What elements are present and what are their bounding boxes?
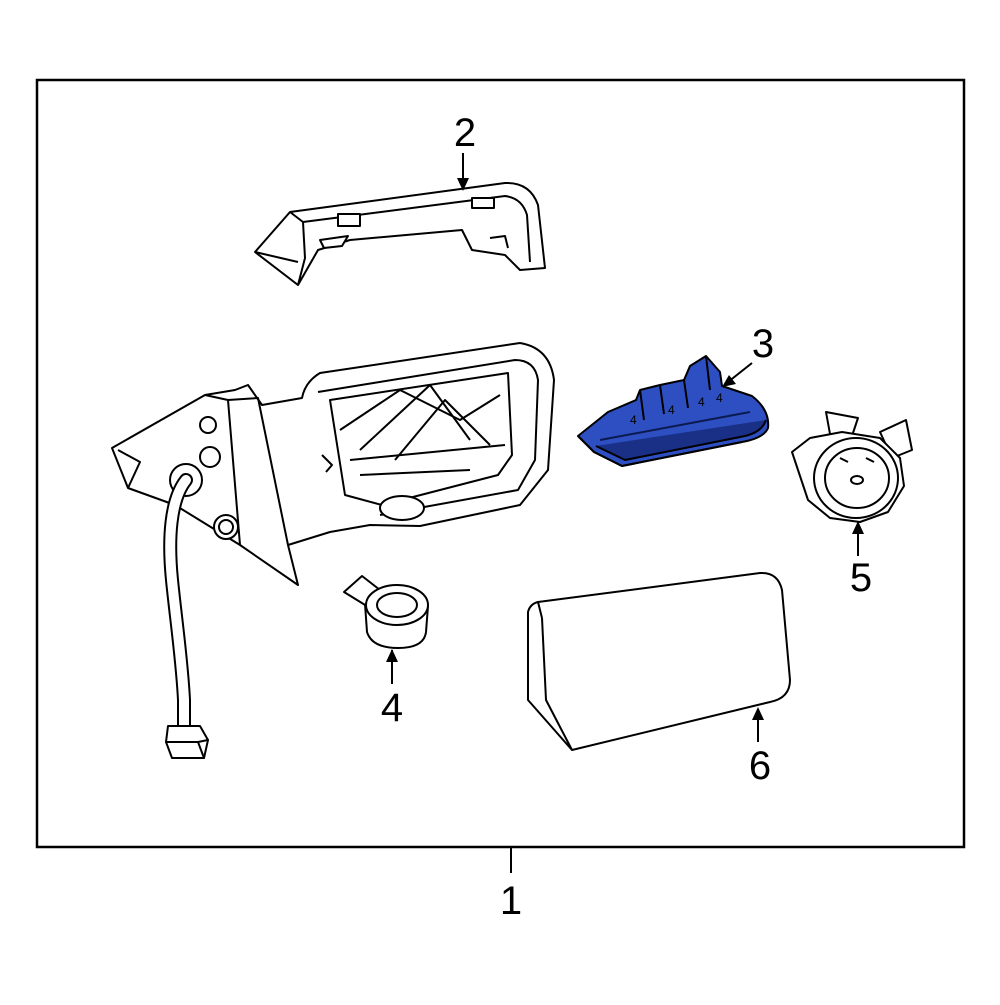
callout-1: 1 <box>499 879 523 923</box>
part-2-mirror-cap <box>254 181 546 286</box>
part-6-mirror-glass <box>527 571 791 751</box>
assembly-frame <box>35 78 966 849</box>
part-4-grommet <box>343 575 429 649</box>
arrowhead-6 <box>752 707 764 720</box>
arrowhead-2 <box>457 178 469 191</box>
leader-line-3 <box>727 362 753 383</box>
arrowhead-4 <box>386 649 398 662</box>
arrowhead-3 <box>722 375 736 387</box>
svg-text:4: 4 <box>668 403 675 417</box>
wire-harness <box>163 473 209 759</box>
callout-2: 2 <box>453 111 477 155</box>
svg-text:4: 4 <box>698 395 705 409</box>
callout-5: 5 <box>849 556 873 600</box>
part-1-mirror-housing <box>111 342 555 586</box>
part-5-lamp-assembly <box>791 411 913 523</box>
svg-text:4: 4 <box>630 413 637 427</box>
arrowhead-5 <box>852 521 864 534</box>
svg-text:4: 4 <box>716 391 723 405</box>
callout-3: 3 <box>751 322 775 366</box>
callout-6: 6 <box>748 744 772 788</box>
part-3-mirror-actuator: 4 4 4 4 <box>577 355 770 467</box>
callout-4: 4 <box>380 686 404 730</box>
